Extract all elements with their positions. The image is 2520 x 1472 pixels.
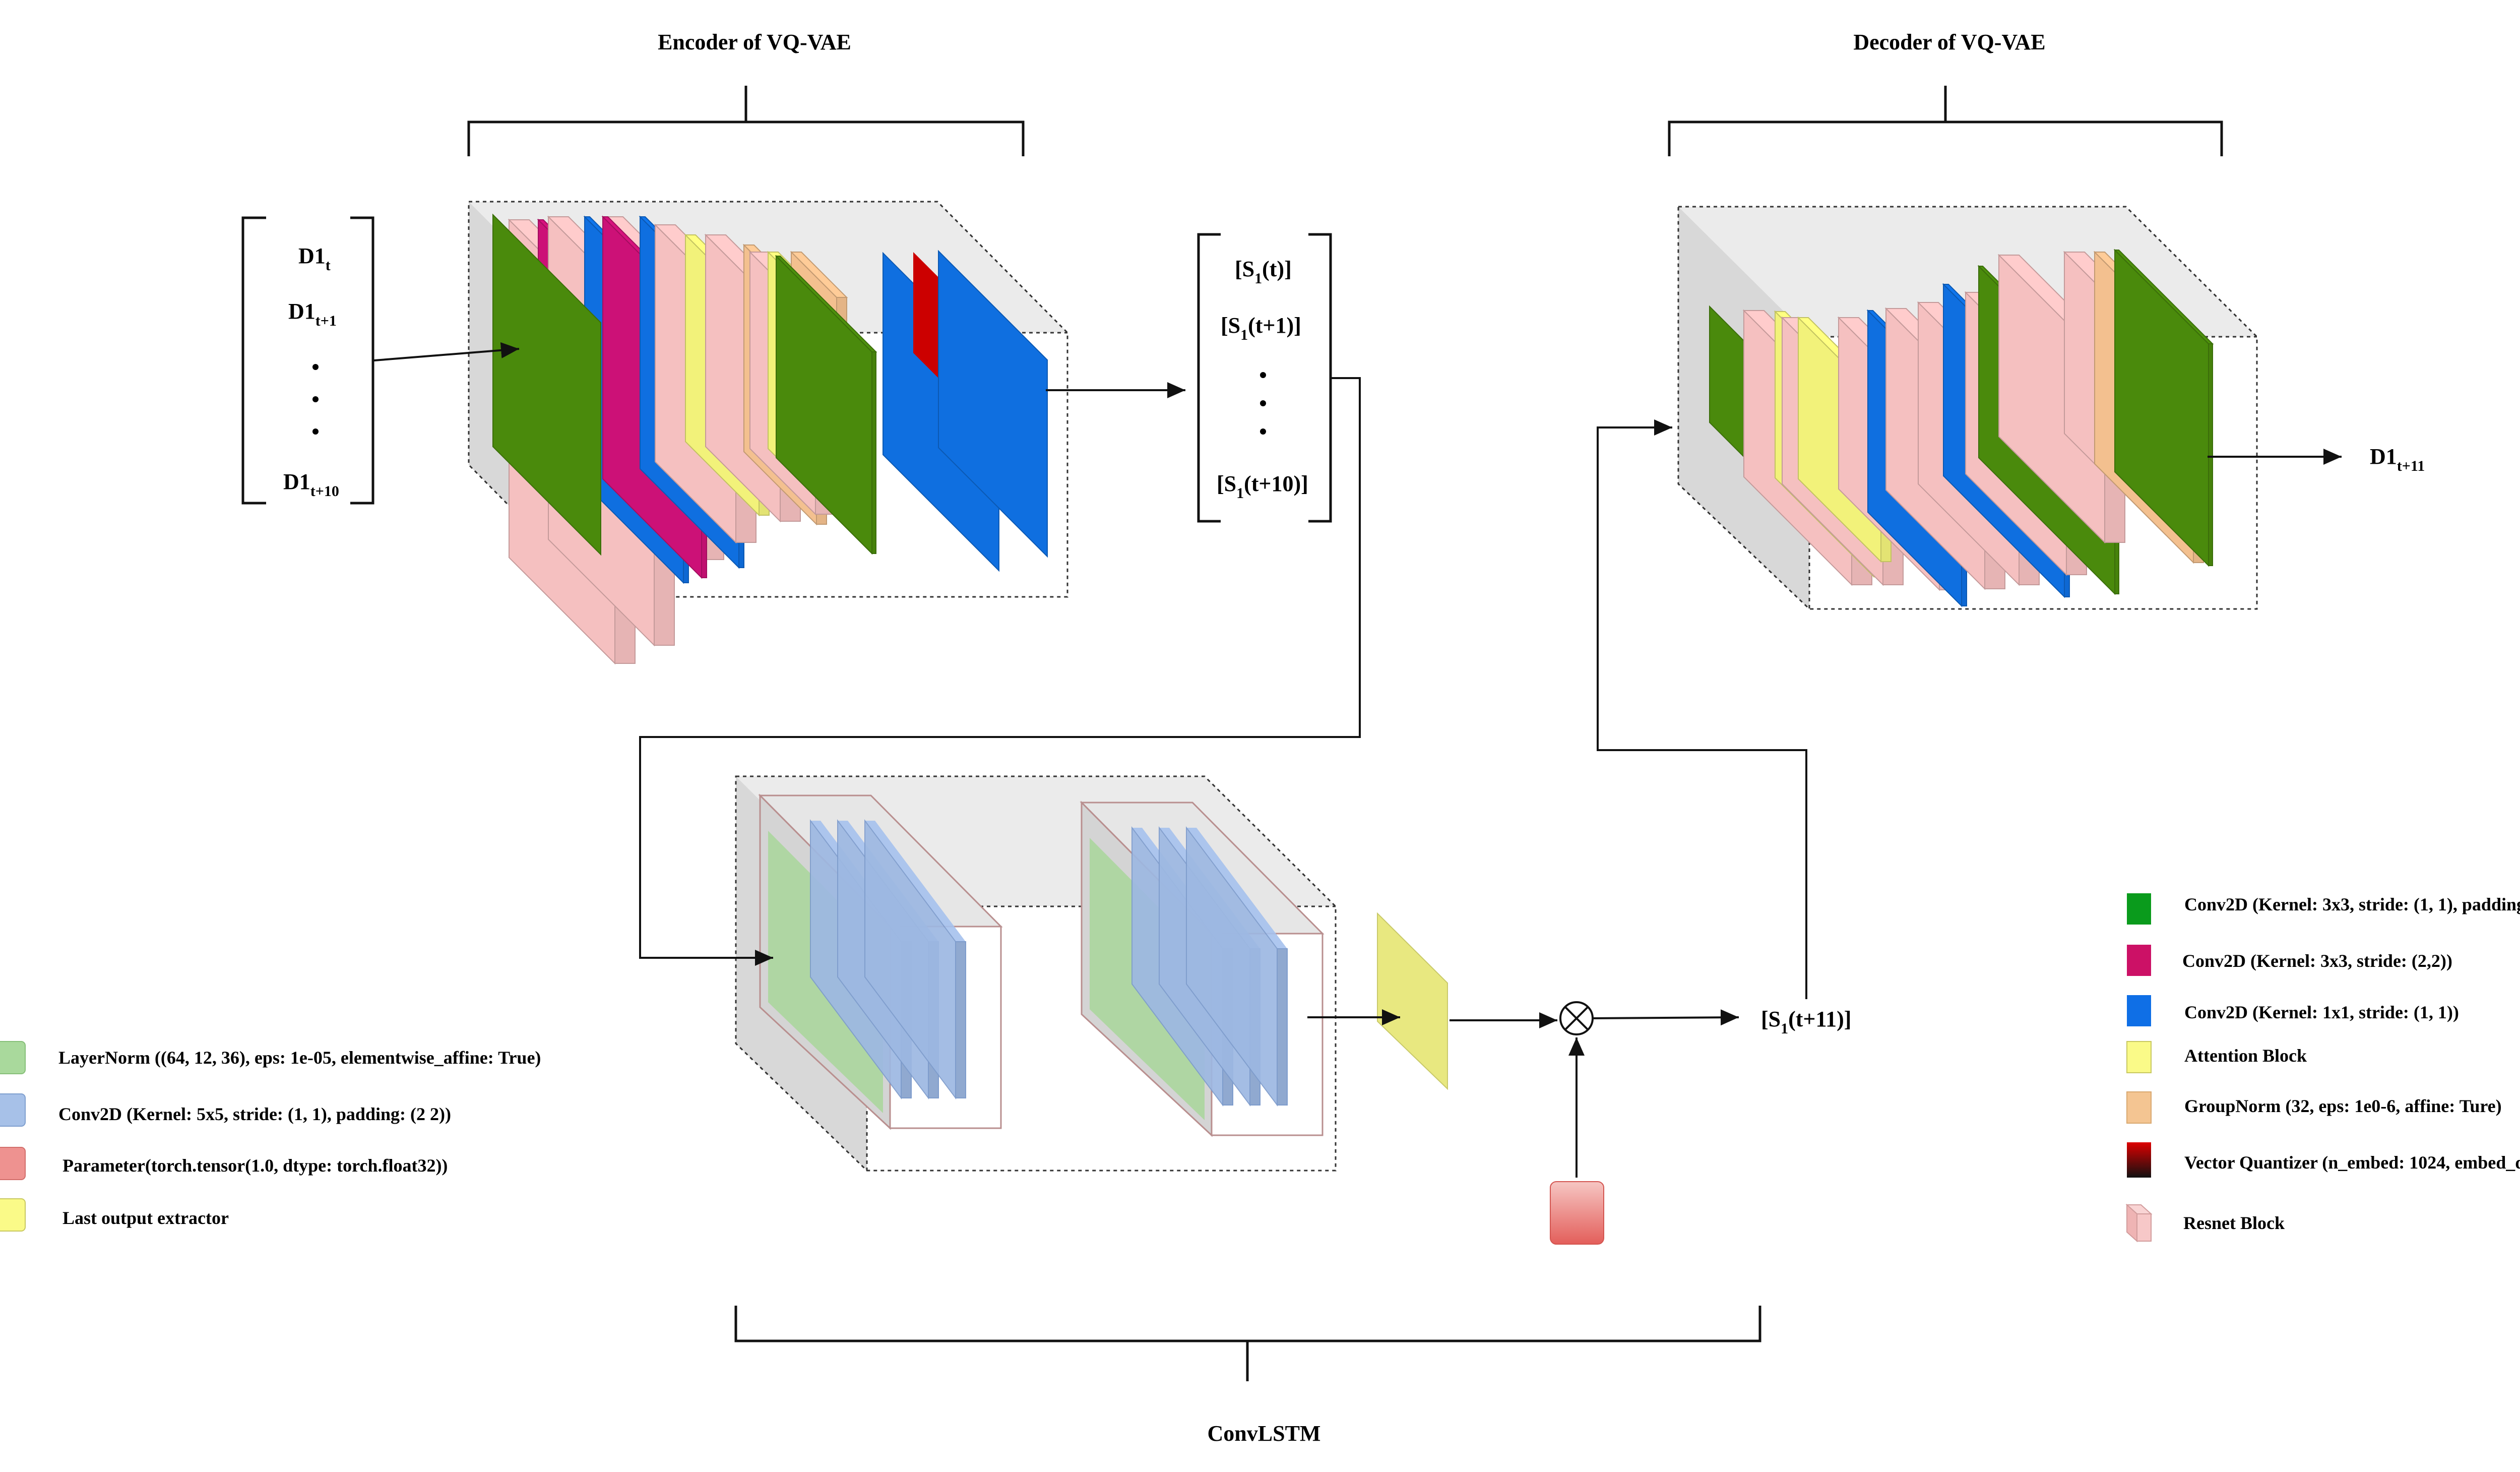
input-sequence-matrix: D1t D1t+1 D1t+10 bbox=[241, 216, 374, 505]
legend-item-label: LayerNorm ((64, 12, 36), eps: 1e-05, ele… bbox=[58, 1048, 541, 1068]
arrow-prediction-to-decoder bbox=[1597, 419, 1807, 999]
orange-square-icon bbox=[2126, 1091, 2152, 1124]
conv3x3-layer bbox=[492, 213, 601, 556]
legend-item-label: Conv2D (Kernel: 1x1, stride: (1, 1)) bbox=[2184, 1002, 2459, 1022]
convlstm-cell bbox=[1080, 801, 1325, 1137]
legend-item-label: Parameter(torch.tensor(1.0, dtype: torch… bbox=[62, 1155, 448, 1176]
latent-last: [S1(t+10)] bbox=[1217, 471, 1308, 502]
encoder-title: Encoder of VQ-VAE bbox=[658, 30, 851, 54]
arrow-input-to-encoder bbox=[373, 342, 520, 361]
convlstm-bracket bbox=[734, 1306, 1761, 1381]
input-last: D1t+10 bbox=[283, 469, 339, 500]
green-square-icon bbox=[2127, 893, 2151, 925]
connectors bbox=[373, 342, 2342, 1178]
arrow-latent-to-convlstm bbox=[639, 377, 1361, 966]
latent-second: [S1(t+1)] bbox=[1221, 313, 1301, 343]
legend-item-label: Conv2D (Kernel: 5x5, stride: (1, 1), pad… bbox=[58, 1104, 451, 1124]
input-first: D1t bbox=[298, 243, 331, 274]
decoder-block bbox=[1677, 206, 2258, 610]
right-bracket bbox=[350, 216, 374, 505]
ellipsis-dot bbox=[312, 396, 319, 402]
encoder-block bbox=[468, 201, 1068, 665]
legend-item-label: Conv2D (Kernel: 3x3, stride: (1, 1), pad… bbox=[2184, 894, 2520, 914]
ellipsis-dot bbox=[1260, 428, 1266, 435]
last-output-extractor bbox=[1377, 912, 1448, 1090]
arrow-multiply-to-prediction bbox=[1592, 1009, 1739, 1026]
legend-item-label: Conv2D (Kernel: 3x3, stride: (2,2)) bbox=[2182, 951, 2452, 971]
ellipsis-dot bbox=[1260, 372, 1266, 378]
light-blue-square-icon bbox=[0, 1093, 26, 1127]
legend-left: LayerNorm ((64, 12, 36), eps: 1e-05, ele… bbox=[0, 1041, 541, 1232]
right-bracket bbox=[1308, 233, 1332, 523]
legend-item-label: GroupNorm (32, eps: 1e0-6, affine: Ture) bbox=[2184, 1096, 2502, 1116]
yellow-square-icon bbox=[2126, 1041, 2152, 1073]
decoder-bracket bbox=[1668, 86, 2223, 156]
parameter-block bbox=[1550, 1181, 1604, 1245]
conv3x3-layer bbox=[775, 255, 877, 555]
ellipsis-dot bbox=[1260, 400, 1266, 406]
legend-item-label: Last output extractor bbox=[62, 1208, 229, 1228]
convlstm-block bbox=[735, 775, 1337, 1172]
legend-item-label: Attention Block bbox=[2184, 1046, 2307, 1066]
convlstm-cell bbox=[758, 793, 1003, 1130]
ellipsis-dot bbox=[312, 428, 319, 435]
latent-first: [S1(t)] bbox=[1235, 257, 1292, 287]
blue-square-icon bbox=[2127, 995, 2151, 1026]
red-black-gradient-icon bbox=[2127, 1142, 2151, 1178]
predicted-latent-label: [S1(t+11)] bbox=[1761, 1007, 1851, 1037]
magenta-square-icon bbox=[2127, 945, 2151, 976]
conv5x5-layer bbox=[864, 819, 966, 1099]
decoder-title: Decoder of VQ-VAE bbox=[1853, 30, 2045, 54]
convlstm-title: ConvLSTM bbox=[1208, 1421, 1321, 1446]
light-green-square-icon bbox=[0, 1041, 26, 1074]
multiply-operator bbox=[1559, 1001, 1594, 1035]
conv1x1-layer bbox=[938, 250, 1048, 558]
light-yellow-square-icon bbox=[0, 1198, 26, 1232]
salmon-square-icon bbox=[0, 1147, 26, 1180]
input-second: D1t+1 bbox=[288, 299, 337, 329]
legend-item-label: Resnet Block bbox=[2183, 1213, 2285, 1233]
latent-sequence-matrix: [S1(t)] [S1(t+1)] [S1(t+10)] bbox=[1197, 233, 1332, 523]
legend-right: Conv2D (Kernel: 3x3, stride: (1, 1), pad… bbox=[2125, 893, 2520, 1243]
left-bracket bbox=[1197, 233, 1221, 523]
left-bracket bbox=[241, 216, 266, 505]
legend-item-label: Vector Quantizer (n_embed: 1024, embed_d… bbox=[2184, 1152, 2520, 1173]
ellipsis-dot bbox=[312, 364, 319, 370]
conv3x3-layer bbox=[2113, 249, 2214, 567]
pink-cube-icon bbox=[2125, 1203, 2153, 1243]
encoder-bracket bbox=[467, 86, 1025, 156]
conv5x5-layer bbox=[1186, 826, 1288, 1107]
output-label: D1t+11 bbox=[2370, 444, 2425, 474]
